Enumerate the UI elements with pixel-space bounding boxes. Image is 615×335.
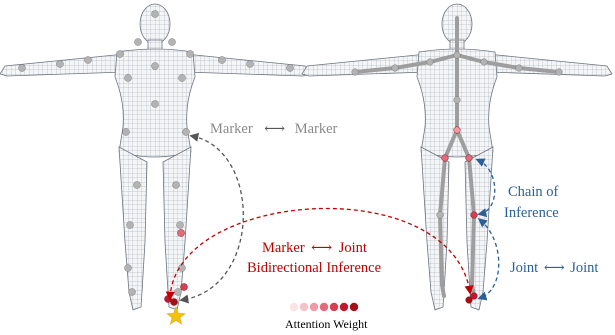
attention-weight-dot (350, 303, 358, 311)
svg-text:Marker ⟷ Joint: Marker ⟷ Joint (262, 240, 367, 256)
attention-weight-label: Attention Weight (285, 317, 368, 331)
marker-marker-left: Marker (210, 121, 253, 137)
bidirectional-inference-label: Bidirectional Inference (247, 260, 381, 276)
attention-weight-dot (320, 303, 328, 311)
attention-weight-scale (290, 303, 358, 311)
double-arrow-icon: ⟷ (311, 240, 332, 256)
attention-weight-dot (330, 303, 338, 311)
attention-weight-dot (300, 303, 308, 311)
attention-weight-dot (340, 303, 348, 311)
attention-weight-dot (310, 303, 318, 311)
marker-marker-right: Marker (295, 121, 338, 137)
inference-label: Inference (504, 205, 559, 221)
joint-joint-left: Joint (510, 260, 538, 276)
svg-text:Marker ⟷ Marker: Marker ⟷ Marker (210, 121, 338, 137)
chain-of-label: Chain of (508, 184, 559, 200)
star-icon (167, 307, 185, 324)
joint-joint-right: Joint (570, 260, 598, 276)
marker-joint-left: Marker (262, 240, 305, 256)
marker-joint-right: Joint (339, 240, 367, 256)
double-arrow-icon: ⟷ (544, 260, 565, 276)
attention-weight-dot (290, 303, 298, 311)
svg-text:Joint ⟷ Joint: Joint ⟷ Joint (510, 260, 598, 276)
marker-marker-arrow (182, 136, 243, 300)
double-arrow-icon: ⟷ (264, 121, 285, 137)
